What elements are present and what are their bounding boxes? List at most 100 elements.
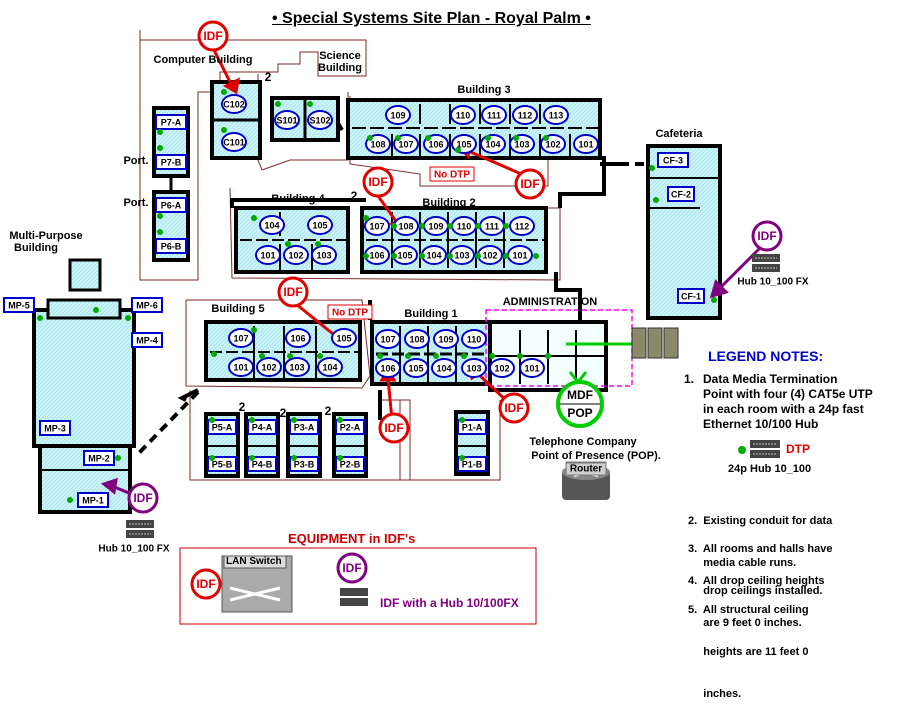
dtp-dot <box>251 327 257 333</box>
room-box: P7-A <box>155 114 187 130</box>
portable-label: Port. <box>123 155 148 167</box>
room-label: MP-6 <box>136 300 158 310</box>
cafeteria-label: Cafeteria <box>655 128 703 140</box>
room-number: C102 <box>223 99 245 109</box>
conduit-number: 2 <box>239 400 246 414</box>
room-badge: 109 <box>433 329 459 349</box>
legend-note-4-line: 4. All drop ceiling heights <box>688 575 825 587</box>
cable-runs <box>177 156 620 420</box>
room-number: 110 <box>467 334 482 344</box>
room-box: P2-B <box>335 456 365 472</box>
room-box: P3-B <box>289 456 319 472</box>
room-label: P5-B <box>212 459 233 469</box>
room-label: P7-B <box>161 157 182 167</box>
science-building-label: Science <box>319 50 361 62</box>
idf-marker: IDF <box>190 568 222 600</box>
dtp-dot <box>363 215 369 221</box>
room-number: 107 <box>398 139 413 149</box>
legend-note-2-line: media cable runs. <box>688 557 797 569</box>
dtp-dot <box>249 455 255 461</box>
dtp-dot <box>533 253 539 259</box>
room-number: 112 <box>515 221 530 231</box>
dtp-dot <box>93 307 99 313</box>
room-box: P4-B <box>247 456 277 472</box>
telco-label: Telephone Company <box>529 436 637 448</box>
room-badge: 108 <box>393 216 419 236</box>
dtp-dot <box>221 127 227 133</box>
dtp-dot <box>367 135 373 141</box>
room-box: P5-B <box>207 456 237 472</box>
room-label: CF-1 <box>681 291 701 301</box>
page-title: • Special Systems Site Plan - Royal Palm… <box>272 10 591 27</box>
dtp-dot <box>503 223 509 229</box>
equipment-title: EQUIPMENT in IDF's <box>288 531 416 546</box>
room-number: 108 <box>370 139 385 149</box>
room-number: 103 <box>466 363 481 373</box>
room-badge: 103 <box>461 358 487 378</box>
conduit-number: 2 <box>351 189 358 203</box>
room-number: 109 <box>438 334 453 344</box>
dtp-dot <box>157 213 163 219</box>
dtp-dot <box>249 417 255 423</box>
room-number: 104 <box>426 250 441 260</box>
room-badge: 106 <box>285 328 311 348</box>
room-label: P1-A <box>462 422 483 432</box>
room-badge: 104 <box>259 215 285 235</box>
idf-text: IDF <box>368 175 387 189</box>
dtp-dots <box>37 89 717 503</box>
dtp-dot <box>291 417 297 423</box>
room-label: P7-A <box>161 117 182 127</box>
telco-label: Point of Presence (POP). <box>531 450 661 462</box>
room-number: 104 <box>485 139 500 149</box>
room-box: CF-2 <box>667 186 695 202</box>
room-box: P1-A <box>457 419 487 435</box>
room-number: 103 <box>514 139 529 149</box>
room-number: S101 <box>276 115 297 125</box>
room-badge: 101 <box>519 358 545 378</box>
room-number: 106 <box>428 139 443 149</box>
dtp-dot <box>545 353 551 359</box>
server-rack-icon <box>631 327 679 359</box>
room-badge: 102 <box>489 358 515 378</box>
room-badge: 105 <box>403 358 429 378</box>
room-badge: 102 <box>477 245 503 265</box>
dtp-dot <box>419 223 425 229</box>
legend-note-3-line: drop ceilings installed. <box>688 585 823 597</box>
building-2-label: Building 2 <box>422 197 475 209</box>
room-badge: S101 <box>274 110 300 130</box>
page-title-text: Special Systems Site Plan - Royal Palm <box>282 10 581 27</box>
dtp-dot <box>251 215 257 221</box>
hub-icon-legend <box>738 440 780 458</box>
room-number: 103 <box>454 250 469 260</box>
room-badge: 109 <box>423 216 449 236</box>
room-number: 112 <box>518 110 533 120</box>
administration-building <box>485 309 633 392</box>
conduit-number: 2 <box>265 70 272 84</box>
room-label: P2-A <box>340 422 361 432</box>
room-badge: 104 <box>480 134 506 154</box>
room-label: MP-1 <box>82 495 104 505</box>
computer-building-label: Computer Building <box>154 54 253 66</box>
dtp-dot <box>209 455 215 461</box>
room-badge: C102 <box>221 94 247 114</box>
dtp-dot <box>459 417 465 423</box>
room-number: 102 <box>494 363 509 373</box>
room-badge: 104 <box>431 358 457 378</box>
dtp-dot <box>377 353 383 359</box>
legend-note-1-line: Data Media Termination <box>703 372 838 386</box>
dtp-dot <box>211 351 217 357</box>
building-1-label: Building 1 <box>404 308 457 320</box>
room-badge: 105 <box>331 328 357 348</box>
room-badge: 107 <box>375 329 401 349</box>
idf-text: IDF <box>133 491 152 505</box>
room-label: P1-B <box>462 459 483 469</box>
router-tag: Router <box>565 462 607 476</box>
room-box: P4-A <box>247 419 277 435</box>
dtp-dot <box>425 135 431 141</box>
room-badge: 111 <box>481 105 507 125</box>
pop-text: POP <box>567 406 592 420</box>
dtp-dot <box>543 135 549 141</box>
